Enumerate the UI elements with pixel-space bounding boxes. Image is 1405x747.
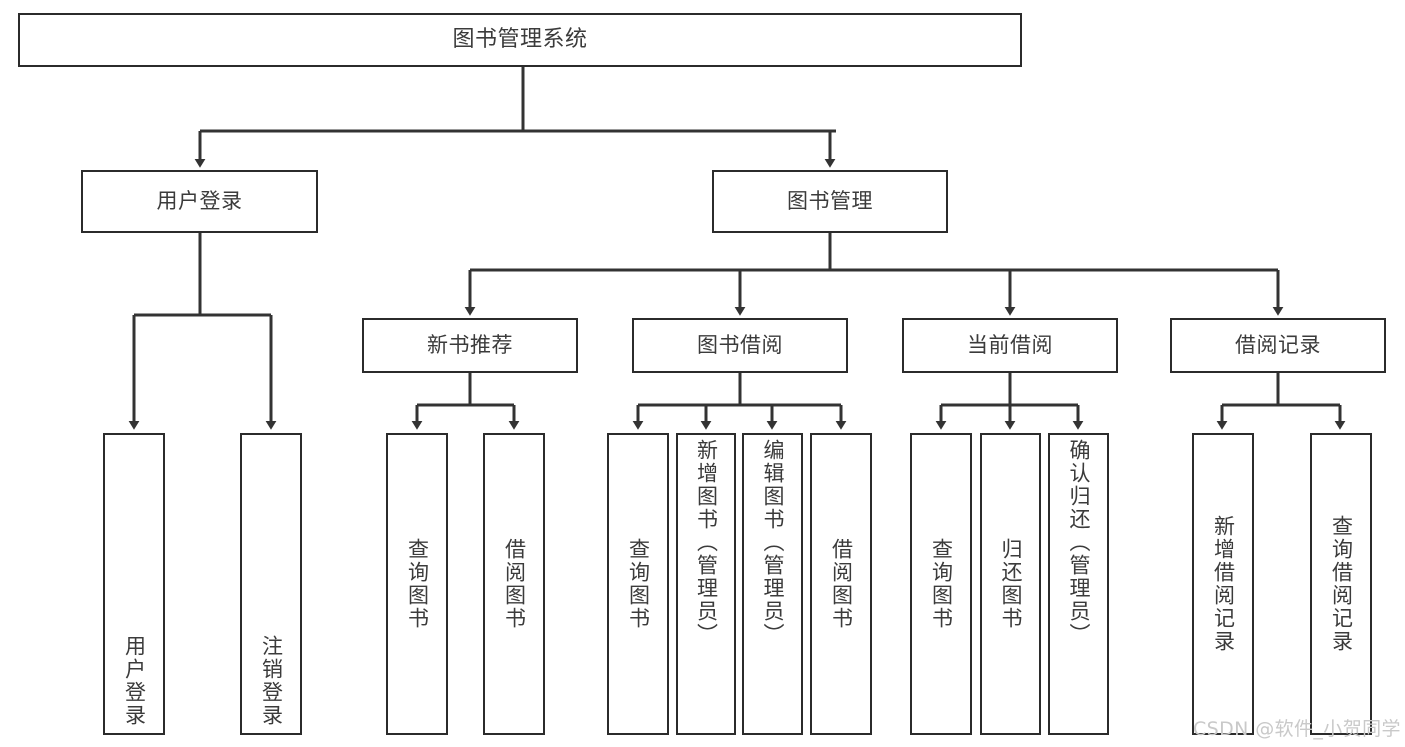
node-borrow-record[interactable]: 借阅记录 bbox=[1170, 318, 1386, 373]
node-leaf-br-query[interactable]: 查询借阅记录 bbox=[1310, 433, 1372, 735]
node-leaf-user-logout[interactable]: 注销登录 bbox=[240, 433, 302, 735]
node-leaf-br-add[interactable]: 新增借阅记录 bbox=[1192, 433, 1254, 735]
node-new-book-rec[interactable]: 新书推荐 bbox=[362, 318, 578, 373]
node-leaf-bb-borrow[interactable]: 借阅图书 bbox=[810, 433, 872, 735]
node-new-book-rec-label: 新书推荐 bbox=[427, 332, 513, 357]
node-borrow-record-label: 借阅记录 bbox=[1235, 332, 1321, 357]
node-user-login[interactable]: 用户登录 bbox=[81, 170, 318, 233]
node-leaf-cb-confirm[interactable]: 确认归还（管理员） bbox=[1048, 433, 1109, 735]
node-current-borrow[interactable]: 当前借阅 bbox=[902, 318, 1118, 373]
node-leaf-bb-query-label: 查询图书 bbox=[626, 538, 651, 630]
node-leaf-cb-confirm-label: 确认归还（管理员） bbox=[1067, 439, 1091, 646]
node-book-borrow-label: 图书借阅 bbox=[697, 332, 783, 357]
node-leaf-rec-borrow[interactable]: 借阅图书 bbox=[483, 433, 545, 735]
node-leaf-user-login-label: 用户登录 bbox=[122, 635, 147, 727]
node-leaf-user-logout-label: 注销登录 bbox=[259, 635, 284, 727]
node-leaf-cb-return-label: 归还图书 bbox=[999, 538, 1023, 630]
node-leaf-rec-query-label: 查询图书 bbox=[405, 538, 430, 630]
node-leaf-bb-add-label: 新增图书（管理员） bbox=[694, 439, 719, 646]
node-leaf-rec-query[interactable]: 查询图书 bbox=[386, 433, 448, 735]
node-book-manage-label: 图书管理 bbox=[787, 188, 873, 213]
node-user-login-label: 用户登录 bbox=[156, 188, 243, 213]
node-root-label: 图书管理系统 bbox=[452, 26, 588, 52]
node-book-borrow[interactable]: 图书借阅 bbox=[632, 318, 848, 373]
node-leaf-rec-borrow-label: 借阅图书 bbox=[502, 538, 527, 630]
node-current-borrow-label: 当前借阅 bbox=[967, 332, 1053, 357]
node-leaf-bb-add[interactable]: 新增图书（管理员） bbox=[676, 433, 736, 735]
node-leaf-cb-query[interactable]: 查询图书 bbox=[910, 433, 972, 735]
node-leaf-bb-borrow-label: 借阅图书 bbox=[829, 538, 854, 630]
node-root[interactable]: 图书管理系统 bbox=[18, 13, 1022, 67]
node-leaf-bb-edit-label: 编辑图书（管理员） bbox=[761, 439, 785, 646]
node-leaf-bb-edit[interactable]: 编辑图书（管理员） bbox=[742, 433, 803, 735]
watermark: CSDN @软件_小贺同学 bbox=[1193, 718, 1401, 740]
node-leaf-bb-query[interactable]: 查询图书 bbox=[607, 433, 669, 735]
node-leaf-br-add-label: 新增借阅记录 bbox=[1211, 515, 1236, 653]
node-leaf-cb-return[interactable]: 归还图书 bbox=[980, 433, 1041, 735]
node-leaf-br-query-label: 查询借阅记录 bbox=[1329, 515, 1354, 653]
node-leaf-cb-query-label: 查询图书 bbox=[929, 538, 954, 630]
node-book-manage[interactable]: 图书管理 bbox=[712, 170, 948, 233]
node-leaf-user-login[interactable]: 用户登录 bbox=[103, 433, 165, 735]
